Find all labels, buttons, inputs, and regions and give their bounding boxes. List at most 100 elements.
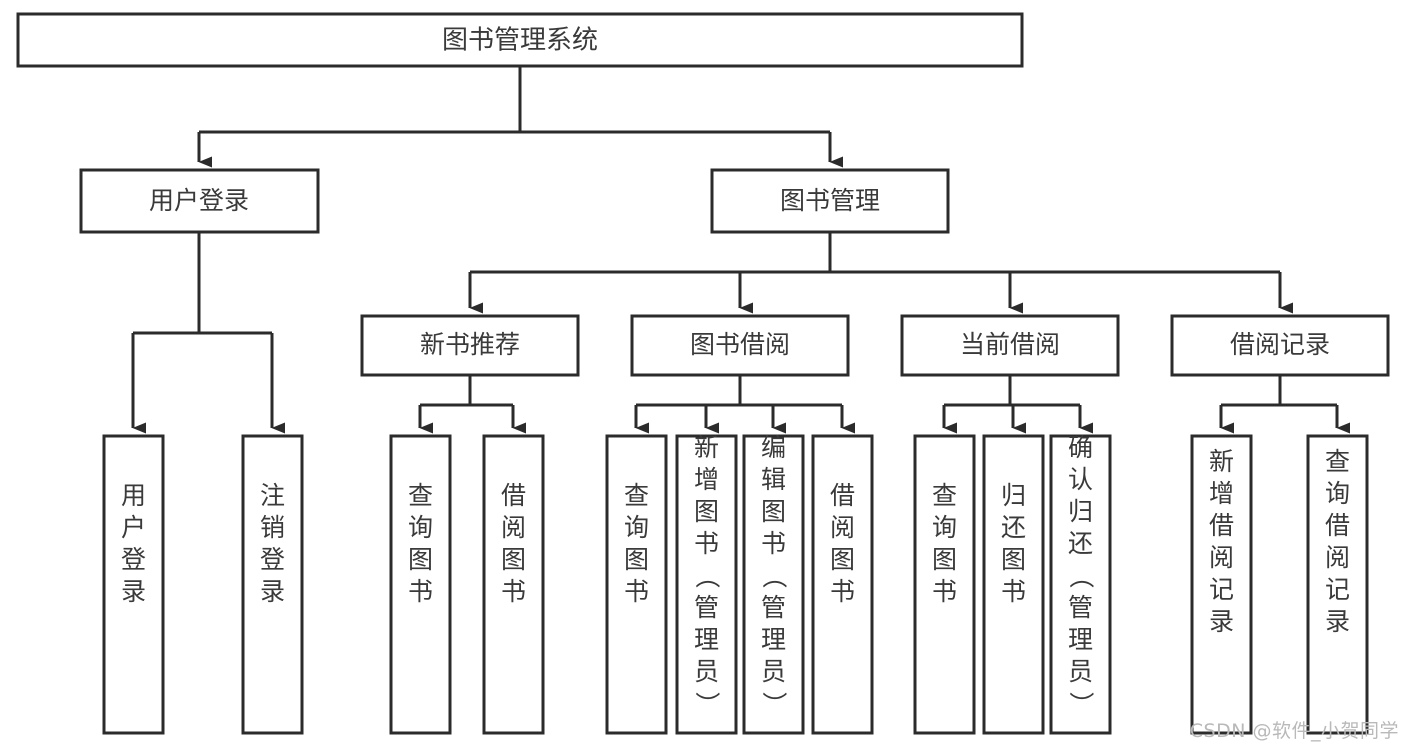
svg-text:阅: 阅 xyxy=(830,513,855,542)
svg-text:书: 书 xyxy=(1001,577,1026,606)
svg-text:书: 书 xyxy=(408,577,433,606)
node-book-manage[interactable]: 图书管理 xyxy=(710,168,950,234)
svg-text:借: 借 xyxy=(501,481,526,510)
svg-text:新: 新 xyxy=(1209,447,1234,476)
svg-text:阅: 阅 xyxy=(1209,543,1234,572)
svg-text:认: 认 xyxy=(1068,465,1093,494)
svg-text:询: 询 xyxy=(408,513,433,542)
leaf-user-login[interactable]: 用户登录 xyxy=(102,434,165,735)
svg-text:（: （ xyxy=(693,563,722,588)
node-layer: 图书管理系统 用户登录 图书管理 新书推荐 图书借阅 当前借阅 xyxy=(16,12,1390,735)
svg-text:辑: 辑 xyxy=(761,465,786,494)
svg-text:登: 登 xyxy=(121,545,146,574)
svg-text:录: 录 xyxy=(260,577,285,606)
svg-text:增: 增 xyxy=(1209,479,1234,508)
svg-text:书: 书 xyxy=(694,529,719,558)
svg-text:录: 录 xyxy=(1325,607,1350,636)
svg-text:图: 图 xyxy=(624,545,649,574)
leaf-label-vertical: 用户登录 xyxy=(121,481,146,606)
svg-text:管: 管 xyxy=(1068,593,1093,622)
svg-text:归: 归 xyxy=(1068,497,1093,526)
node-user-login[interactable]: 用户登录 xyxy=(79,168,320,234)
svg-text:查: 查 xyxy=(624,481,649,510)
node-current-borrow[interactable]: 当前借阅 xyxy=(900,314,1120,377)
svg-text:编: 编 xyxy=(761,433,786,462)
svg-text:理: 理 xyxy=(761,625,786,654)
node-new-book-rec-label: 新书推荐 xyxy=(420,330,520,359)
svg-text:（: （ xyxy=(760,563,789,588)
svg-text:录: 录 xyxy=(1209,607,1234,636)
svg-text:还: 还 xyxy=(1068,529,1093,558)
svg-text:图: 图 xyxy=(694,497,719,526)
svg-text:书: 书 xyxy=(932,577,957,606)
svg-text:图: 图 xyxy=(1001,545,1026,574)
svg-text:书: 书 xyxy=(761,529,786,558)
svg-text:理: 理 xyxy=(694,625,719,654)
svg-text:还: 还 xyxy=(1001,513,1026,542)
svg-text:归: 归 xyxy=(1001,481,1026,510)
node-root-label: 图书管理系统 xyxy=(442,26,598,56)
node-root[interactable]: 图书管理系统 xyxy=(16,12,1024,68)
svg-text:注: 注 xyxy=(260,481,285,510)
svg-text:确: 确 xyxy=(1068,433,1093,462)
node-book-borrow[interactable]: 图书借阅 xyxy=(630,314,850,377)
svg-text:新: 新 xyxy=(694,433,719,462)
svg-text:书: 书 xyxy=(501,577,526,606)
svg-text:）: ） xyxy=(760,691,789,716)
svg-text:）: ） xyxy=(1067,691,1096,716)
svg-text:销: 销 xyxy=(260,513,285,542)
svg-text:借: 借 xyxy=(1325,511,1350,540)
svg-text:员: 员 xyxy=(1068,657,1093,686)
svg-text:员: 员 xyxy=(694,657,719,686)
node-current-borrow-label: 当前借阅 xyxy=(960,330,1060,359)
node-borrow-record-label: 借阅记录 xyxy=(1230,330,1330,359)
svg-text:借: 借 xyxy=(830,481,855,510)
svg-text:户: 户 xyxy=(121,513,146,542)
node-borrow-record[interactable]: 借阅记录 xyxy=(1170,314,1390,377)
svg-text:管: 管 xyxy=(694,593,719,622)
svg-text:记: 记 xyxy=(1209,575,1234,604)
svg-text:图: 图 xyxy=(932,545,957,574)
svg-text:询: 询 xyxy=(1325,479,1350,508)
svg-text:图: 图 xyxy=(408,545,433,574)
svg-text:登: 登 xyxy=(260,545,285,574)
node-book-manage-label: 图书管理 xyxy=(780,186,880,215)
svg-text:查: 查 xyxy=(1325,447,1350,476)
svg-text:（: （ xyxy=(1067,563,1096,588)
node-user-login-label: 用户登录 xyxy=(149,186,249,215)
svg-text:书: 书 xyxy=(830,577,855,606)
svg-text:查: 查 xyxy=(408,481,433,510)
svg-text:查: 查 xyxy=(932,481,957,510)
svg-text:理: 理 xyxy=(1068,625,1093,654)
svg-text:员: 员 xyxy=(761,657,786,686)
node-new-book-rec[interactable]: 新书推荐 xyxy=(360,314,580,377)
svg-text:管: 管 xyxy=(761,593,786,622)
svg-text:记: 记 xyxy=(1325,575,1350,604)
